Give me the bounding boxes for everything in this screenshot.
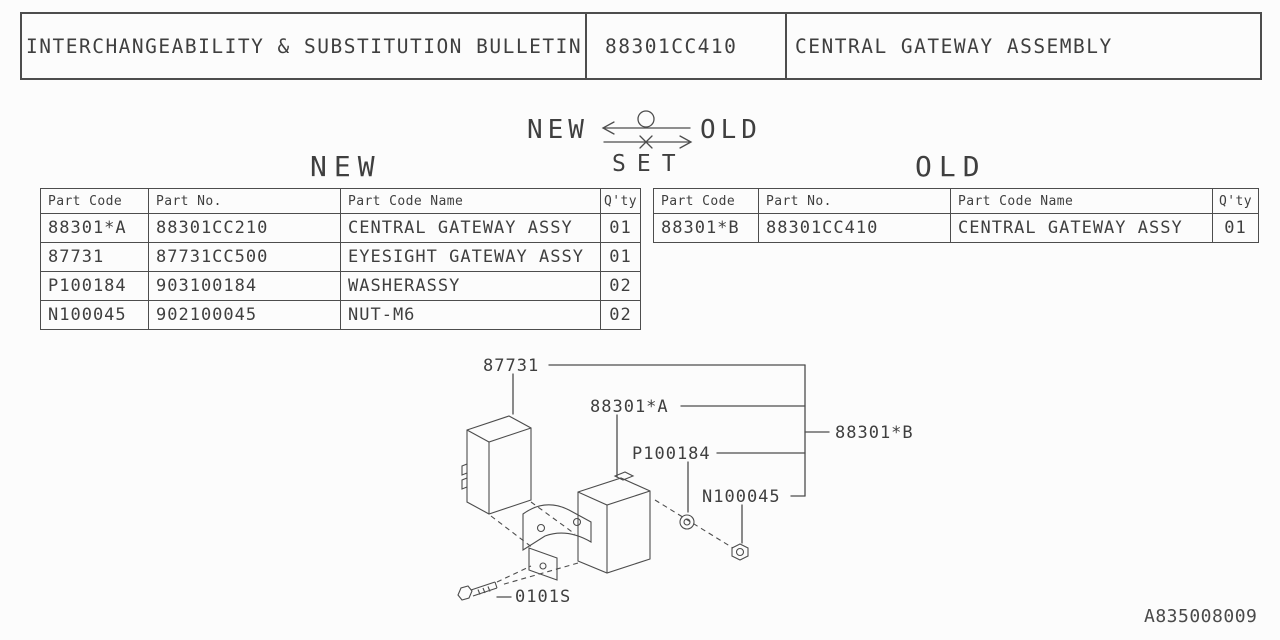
bolt-icon [457, 581, 498, 601]
part-code-name-cell: EYESIGHT GATEWAY ASSY [341, 243, 601, 272]
assembly-dashed-lines [490, 499, 734, 586]
part-code-cell: 88301*B [654, 214, 759, 243]
label-washer: P100184 [632, 444, 711, 464]
allowed-circle-icon [637, 110, 655, 128]
bulletin-title: INTERCHANGEABILITY & SUBSTITUTION BULLET… [22, 14, 587, 78]
part-no-cell: 903100184 [149, 272, 341, 301]
part-no-cell: 87731CC500 [149, 243, 341, 272]
qty-cell: 02 [601, 301, 641, 330]
qty-cell: 01 [601, 214, 641, 243]
new-parts-table: Part Code Part No. Part Code Name Q'ty 8… [40, 188, 641, 330]
old-parts-table: Part Code Part No. Part Code Name Q'ty 8… [653, 188, 1259, 243]
part-code-cell: 87731 [41, 243, 149, 272]
legend-set-label: SET [612, 151, 687, 177]
part-code-name-cell: WASHERASSY [341, 272, 601, 301]
label-central-gateway-old: 88301*B [835, 423, 914, 443]
new-col-header-part-code-name: Part Code Name [341, 189, 601, 214]
qty-cell: 01 [601, 243, 641, 272]
new-old-arrows-icon [601, 110, 693, 149]
exploded-parts-diagram: 87731 88301*A P100184 N100045 88301*B 01… [457, 356, 914, 607]
central-gateway-module [577, 471, 651, 574]
drawing-code: A835008009 [1144, 606, 1258, 627]
label-bolt: 0101S [515, 587, 571, 607]
eyesight-gateway-module [461, 415, 532, 515]
new-table-title: NEW [310, 150, 382, 183]
label-eyesight-gateway: 87731 [483, 356, 539, 376]
part-code-cell: N100045 [41, 301, 149, 330]
part-code-cell: P100184 [41, 272, 149, 301]
old-col-header-part-code: Part Code [654, 189, 759, 214]
mounting-bracket [522, 504, 592, 581]
header-part-number: 88301CC410 [587, 14, 787, 78]
part-no-cell: 902100045 [149, 301, 341, 330]
label-central-gateway-new: 88301*A [590, 397, 669, 417]
new-col-header-qty: Q'ty [601, 189, 641, 214]
qty-cell: 01 [1213, 214, 1259, 243]
part-no-cell: 88301CC410 [759, 214, 951, 243]
part-no-cell: 88301CC210 [149, 214, 341, 243]
header-part-name: CENTRAL GATEWAY ASSEMBLY [795, 34, 1113, 58]
new-col-header-part-no: Part No. [149, 189, 341, 214]
label-nut: N100045 [702, 487, 781, 507]
old-col-header-qty: Q'ty [1213, 189, 1259, 214]
part-code-cell: 88301*A [41, 214, 149, 243]
part-code-name-cell: CENTRAL GATEWAY ASSY [341, 214, 601, 243]
nut-icon [731, 543, 749, 561]
legend-new-label: NEW [527, 115, 589, 145]
washer-icon [679, 514, 695, 530]
old-col-header-part-code-name: Part Code Name [951, 189, 1213, 214]
old-table-title: OLD [915, 150, 987, 183]
new-col-header-part-code: Part Code [41, 189, 149, 214]
leader-lines [496, 364, 830, 598]
old-col-header-part-no: Part No. [759, 189, 951, 214]
legend-old-label: OLD [700, 115, 762, 145]
bulletin-header-bar: INTERCHANGEABILITY & SUBSTITUTION BULLET… [20, 12, 1262, 80]
not-allowed-x-icon [639, 135, 653, 149]
qty-cell: 02 [601, 272, 641, 301]
part-code-name-cell: NUT-M6 [341, 301, 601, 330]
part-code-name-cell: CENTRAL GATEWAY ASSY [951, 214, 1213, 243]
